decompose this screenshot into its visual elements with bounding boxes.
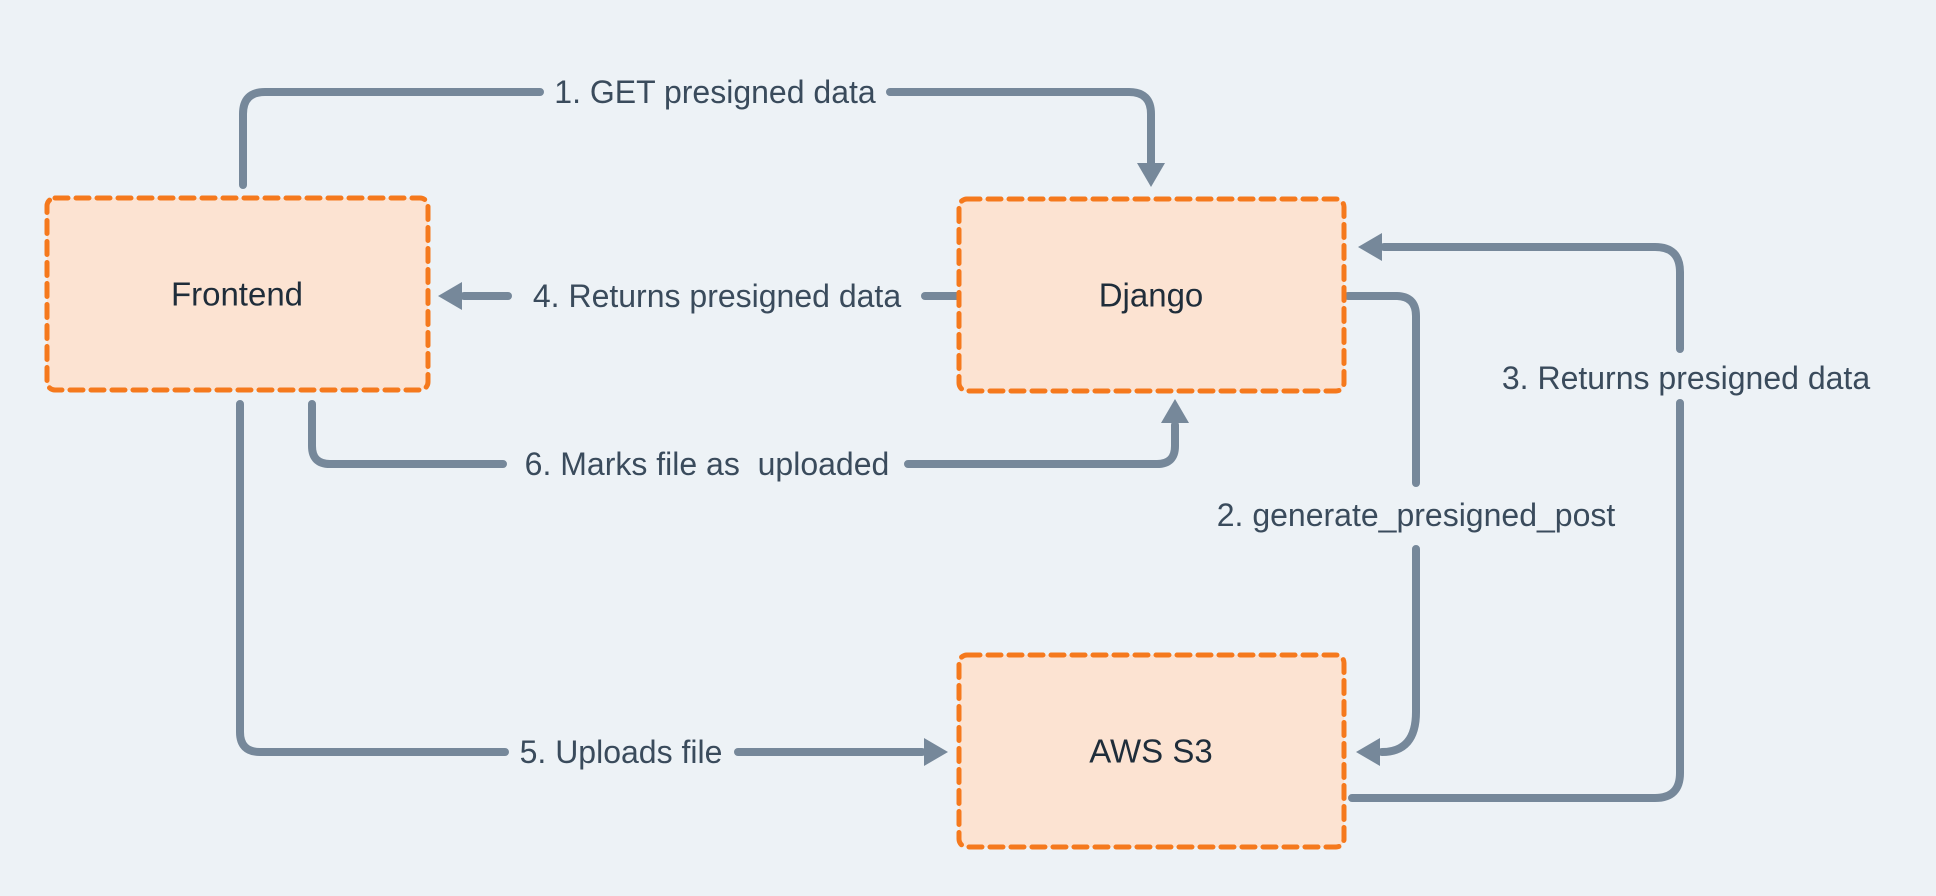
node-frontend-label: Frontend	[171, 276, 303, 313]
edge-3-label: 3. Returns presigned data	[1502, 360, 1870, 396]
node-aws-s3-box	[956, 652, 1347, 850]
edge-5-arrowhead-right-icon	[924, 738, 948, 766]
edge-4-returns-presigned-data: 4. Returns presigned data	[438, 278, 961, 314]
edge-6-line-left	[308, 400, 507, 468]
edge-3-returns-presigned-data: 3. Returns presigned data	[1348, 233, 1870, 802]
node-django: Django	[956, 196, 1347, 394]
edge-1-line-left	[239, 88, 544, 189]
edge-5-line-left	[236, 400, 509, 756]
edge-6-line-right	[904, 421, 1179, 468]
edge-6-marks-file-uploaded: 6. Marks file as uploaded	[308, 399, 1189, 482]
node-aws-s3-label: AWS S3	[1089, 733, 1212, 770]
edge-1-get-presigned-data: 1. GET presigned data	[239, 74, 1165, 189]
edge-3-line-top	[1380, 243, 1684, 353]
edge-6-arrowhead-up-icon	[1161, 399, 1189, 423]
edge-3-line-bottom	[1348, 399, 1684, 802]
edge-6-label: 6. Marks file as uploaded	[525, 446, 890, 482]
edge-2-label: 2. generate_presigned_post	[1217, 497, 1616, 533]
edge-2-line-bottom	[1378, 545, 1420, 756]
edge-2-generate-presigned-post: 2. generate_presigned_post	[1217, 292, 1616, 766]
edge-5-uploads-file: 5. Uploads file	[236, 400, 948, 770]
node-django-box	[956, 196, 1347, 394]
edge-2-arrowhead-left-icon	[1356, 738, 1380, 766]
node-frontend-box	[44, 195, 431, 393]
node-aws-s3: AWS S3	[956, 652, 1347, 850]
edge-4-arrowhead-left-icon	[438, 282, 462, 310]
node-frontend: Frontend	[44, 195, 431, 393]
edge-5-label: 5. Uploads file	[520, 734, 723, 770]
edge-4-label: 4. Returns presigned data	[533, 278, 901, 314]
edge-3-arrowhead-left-icon	[1358, 233, 1382, 261]
edge-1-line-right	[886, 88, 1155, 169]
edge-1-label: 1. GET presigned data	[554, 74, 876, 110]
node-django-label: Django	[1099, 277, 1204, 314]
edge-2-line-top	[1344, 292, 1420, 487]
edge-1-arrowhead-down-icon	[1137, 163, 1165, 187]
